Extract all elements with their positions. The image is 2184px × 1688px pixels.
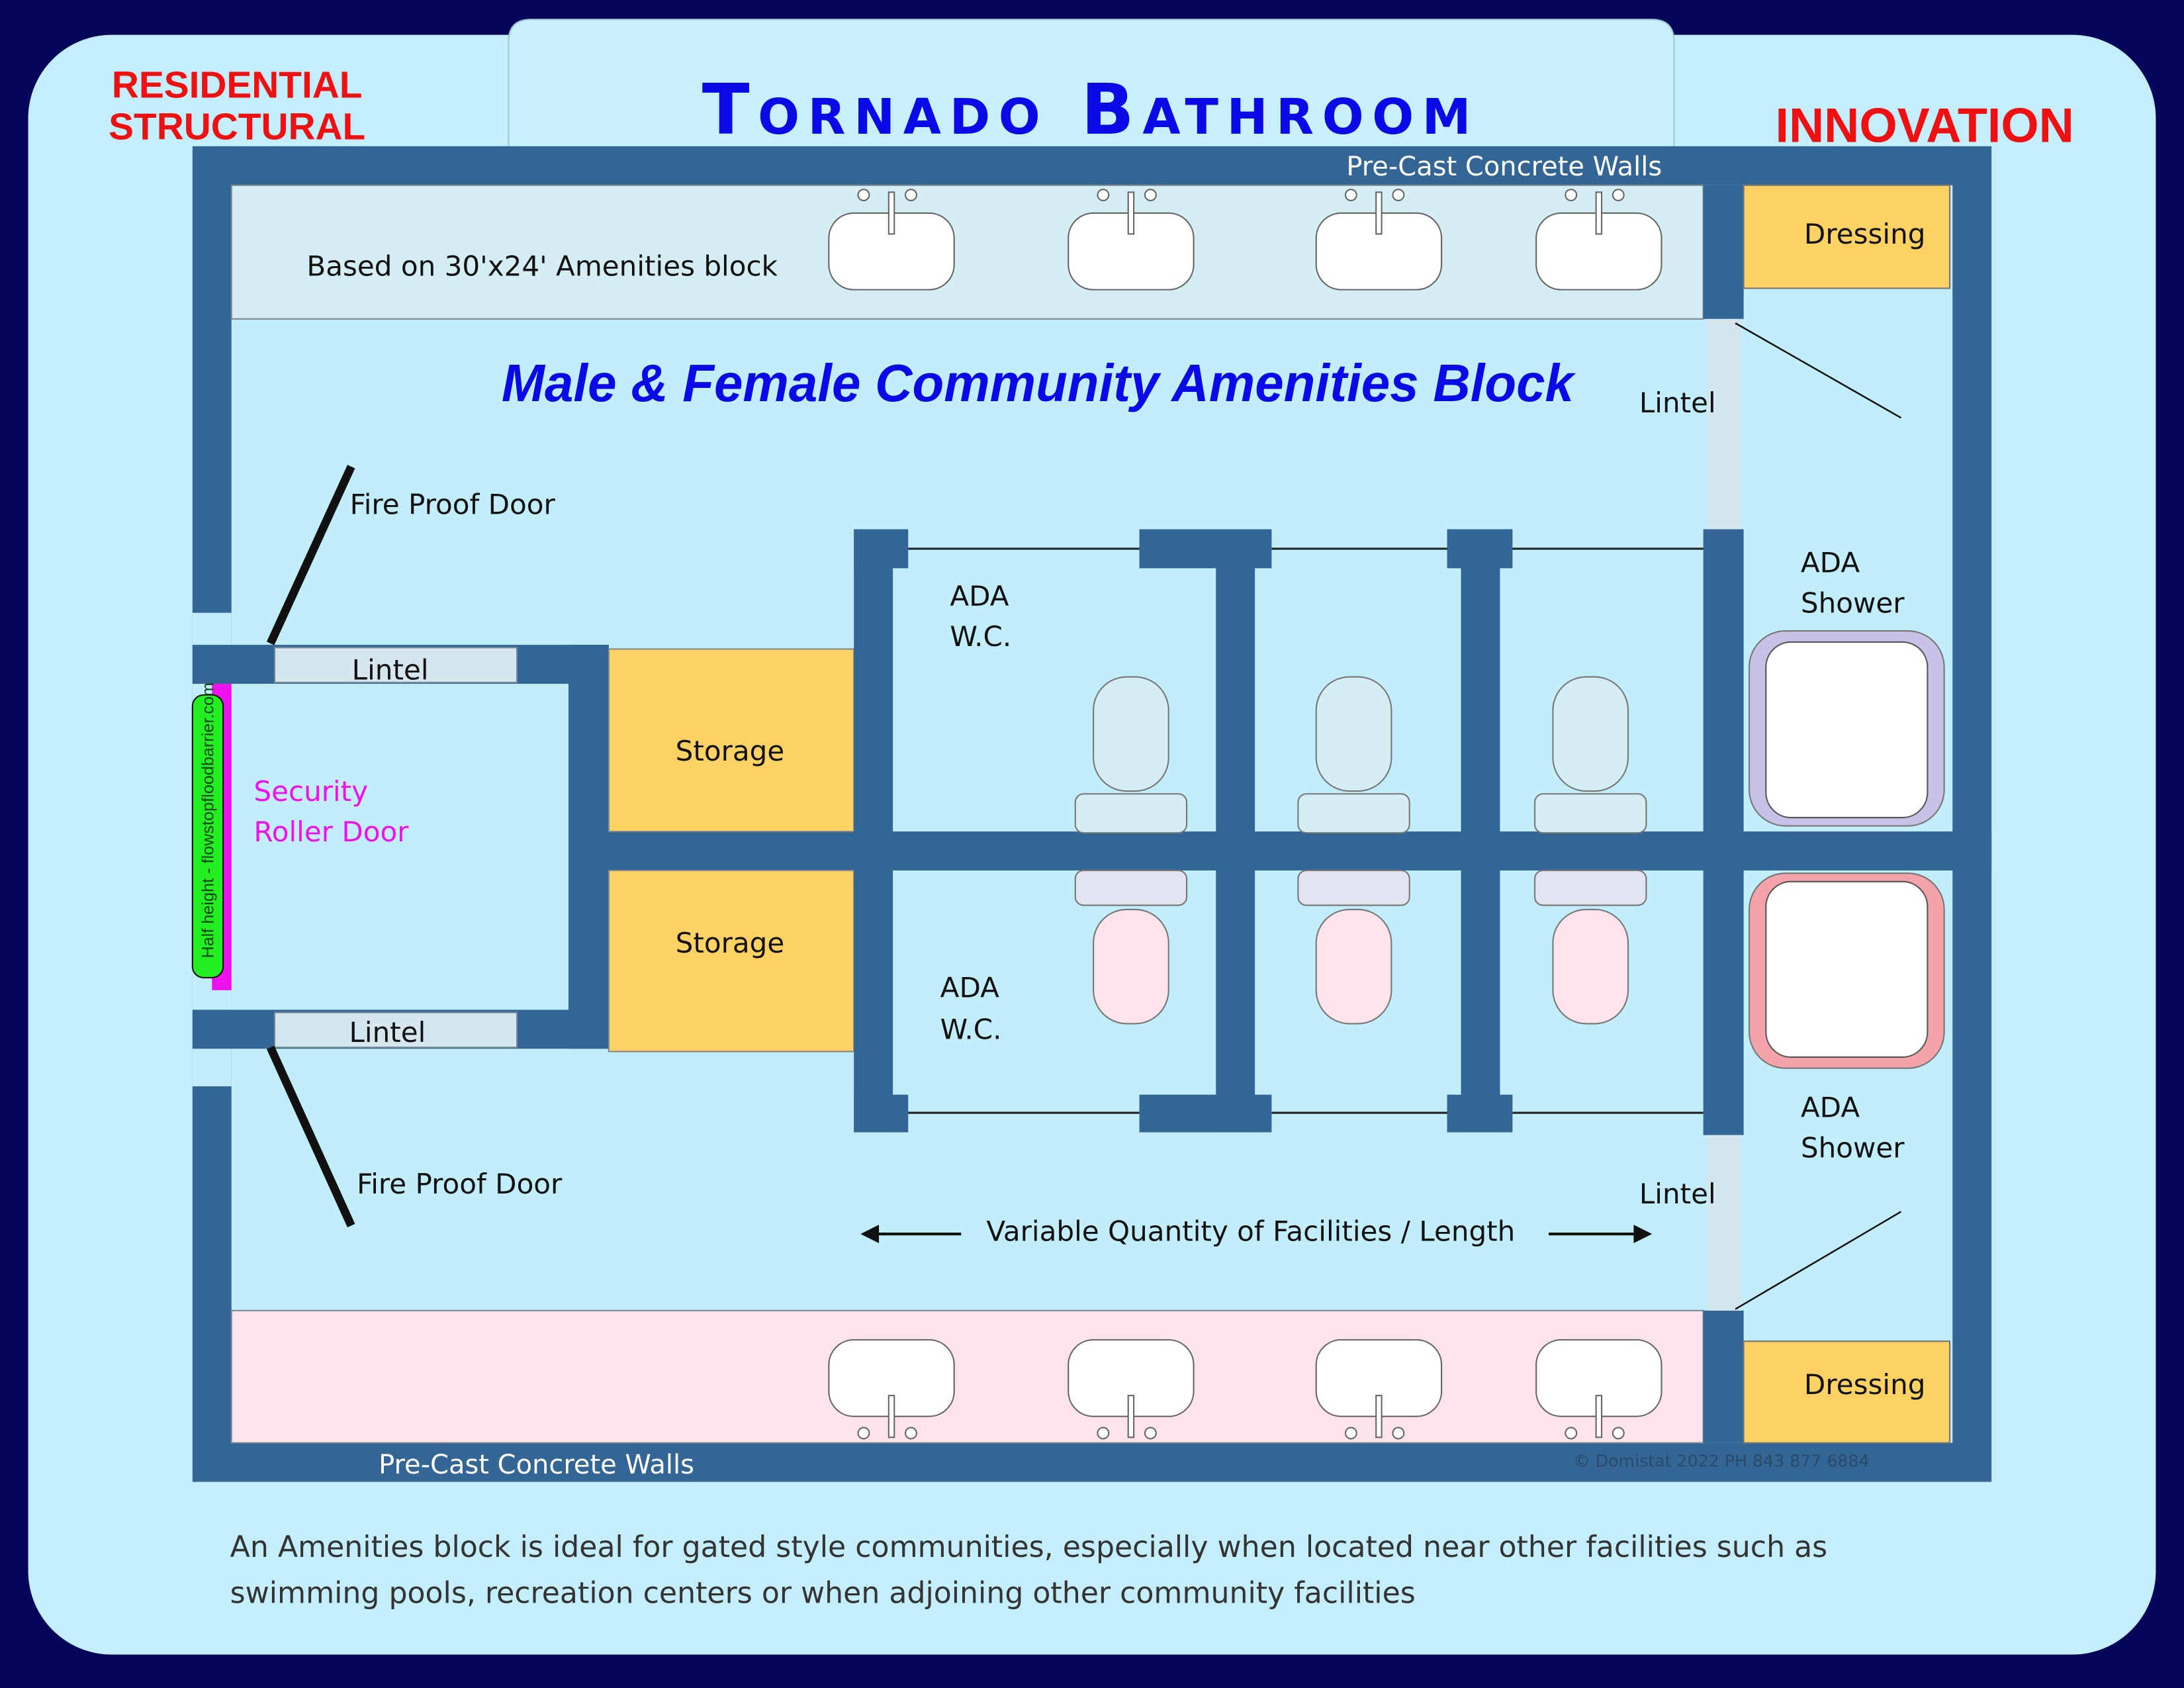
copyright: © Domistat 2022 PH 843 877 6884 — [1573, 1451, 1869, 1470]
stall-wall — [854, 529, 909, 569]
stall-wall — [1447, 1094, 1513, 1133]
ada-wc-bottom-2: W.C. — [940, 1013, 1002, 1046]
sink-top — [828, 189, 955, 291]
stall-wall — [1139, 1094, 1272, 1133]
dressing-bottom-label: Dressing — [1804, 1368, 1926, 1401]
ada-wc-top-2: W.C. — [950, 620, 1011, 653]
ada-shower-top-2: Shower — [1801, 587, 1905, 620]
stall-wall — [854, 529, 893, 1133]
sink-top — [1315, 189, 1443, 291]
title-tab — [508, 19, 1675, 154]
storage-bottom — [608, 869, 855, 1053]
stall-door-lines — [908, 547, 1704, 1114]
toilet-tank — [1074, 793, 1188, 834]
lintel-right-top-label: Lintel — [1639, 387, 1716, 419]
toilet-tank — [1297, 793, 1410, 834]
plan-heading: Male & Female Community Amenities Block — [502, 353, 1576, 412]
sink-bottom — [1535, 1338, 1662, 1440]
toilet-bowl — [1093, 676, 1169, 792]
sink-top — [1068, 189, 1195, 291]
lintel-left-bottom-label: Lintel — [349, 1016, 426, 1049]
storage-top-label: Storage — [676, 735, 785, 767]
flood-barrier-label: Half height - flowstopfloodbarrier.com — [199, 682, 217, 959]
footer-line-1: An Amenities block is ideal for gated st… — [230, 1530, 1828, 1564]
toilet-male — [1297, 676, 1410, 834]
vanity-strip-top — [230, 184, 1704, 320]
toilet-female — [1534, 869, 1647, 1025]
sink-bottom — [1315, 1338, 1443, 1440]
toilet-tank — [1534, 869, 1647, 906]
lintel-left-bottom — [273, 1011, 518, 1049]
dressing-door-top — [1735, 322, 1902, 419]
dressing-top-label: Dressing — [1804, 218, 1926, 250]
security-label-2: Roller Door — [253, 816, 409, 848]
wall-segment — [1703, 1310, 1744, 1443]
sinks — [828, 189, 1662, 1440]
page-title: Tornado Bathroom — [702, 69, 1479, 150]
center-wall — [571, 831, 1992, 870]
fire-door-bottom-label: Fire Proof Door — [357, 1168, 563, 1200]
vanity-strip-bottom — [230, 1309, 1704, 1444]
lintel-left-top — [273, 647, 518, 683]
stall-wall — [1139, 529, 1272, 569]
dressing-room-bottom — [1743, 1340, 1951, 1444]
toilet-male — [1534, 676, 1647, 834]
wall-segment — [568, 645, 609, 1049]
toilet-tank — [1534, 793, 1647, 834]
storage-top — [608, 648, 855, 833]
structural-label: STRUCTURAL — [109, 106, 365, 148]
toilet-tank — [1297, 869, 1410, 906]
shower-tray — [1765, 641, 1929, 819]
length-arrows — [860, 1225, 1653, 1244]
stall-wall — [854, 1094, 909, 1133]
toilet-female — [1297, 869, 1410, 1025]
lintel-left-top-label: Lintel — [352, 654, 429, 686]
toilet-bowl — [1315, 676, 1392, 792]
stall-wall — [1461, 529, 1500, 1133]
top-wall-label: Pre-Cast Concrete Walls — [1346, 152, 1662, 182]
shower-tray — [1765, 880, 1929, 1058]
sink-bottom — [828, 1338, 955, 1440]
security-label-1: Security — [253, 775, 368, 808]
lintel-right-top — [1707, 318, 1741, 530]
fire-door-top — [266, 465, 355, 645]
ada-wc-bottom-1: ADA — [940, 971, 999, 1004]
ada-wc-top-1: ADA — [950, 580, 1009, 612]
lintel-right-bottom-label: Lintel — [1639, 1178, 1716, 1210]
lintel-right-bottom — [1707, 1135, 1741, 1311]
stall-wall — [1216, 529, 1255, 1133]
toilet-male — [1074, 676, 1188, 834]
toilet-bowl — [1552, 676, 1629, 792]
ada-shower-top-1: ADA — [1801, 547, 1860, 579]
stall-wall — [1447, 529, 1513, 569]
bottom-wall-label: Pre-Cast Concrete Walls — [379, 1450, 694, 1480]
innovation-label: INNOVATION — [1776, 98, 2074, 153]
fire-door-top-label: Fire Proof Door — [350, 488, 556, 520]
toilet-bowl — [1093, 908, 1169, 1025]
toilet-female — [1074, 869, 1188, 1025]
ada-shower-bottom-1: ADA — [1801, 1091, 1860, 1123]
building: Half height - flowstopfloodbarrier.com — [191, 146, 1992, 1482]
toilet-bowl — [1552, 908, 1629, 1025]
dressing-door-bottom — [1735, 1211, 1902, 1310]
toilet-tank — [1074, 869, 1188, 906]
fire-door-bottom — [266, 1045, 355, 1228]
sink-bottom — [1068, 1338, 1195, 1440]
residential-label: RESIDENTIAL — [112, 64, 363, 106]
sink-top — [1535, 189, 1662, 291]
vestibule — [231, 684, 569, 1010]
basis-label: Based on 30'x24' Amenities block — [306, 250, 778, 283]
dressing-room-top — [1743, 184, 1951, 289]
footer-line-2: swimming pools, recreation centers or wh… — [230, 1577, 1416, 1611]
variable-quantity-note: Variable Quantity of Facilities / Length — [986, 1215, 1515, 1248]
flood-barrier — [191, 694, 224, 979]
toilet-bowl — [1315, 908, 1392, 1025]
wall-segment — [1703, 185, 1744, 319]
toilets — [1074, 676, 1647, 1025]
storage-bottom-label: Storage — [676, 927, 785, 959]
ada-shower-bottom-2: Shower — [1801, 1131, 1905, 1164]
